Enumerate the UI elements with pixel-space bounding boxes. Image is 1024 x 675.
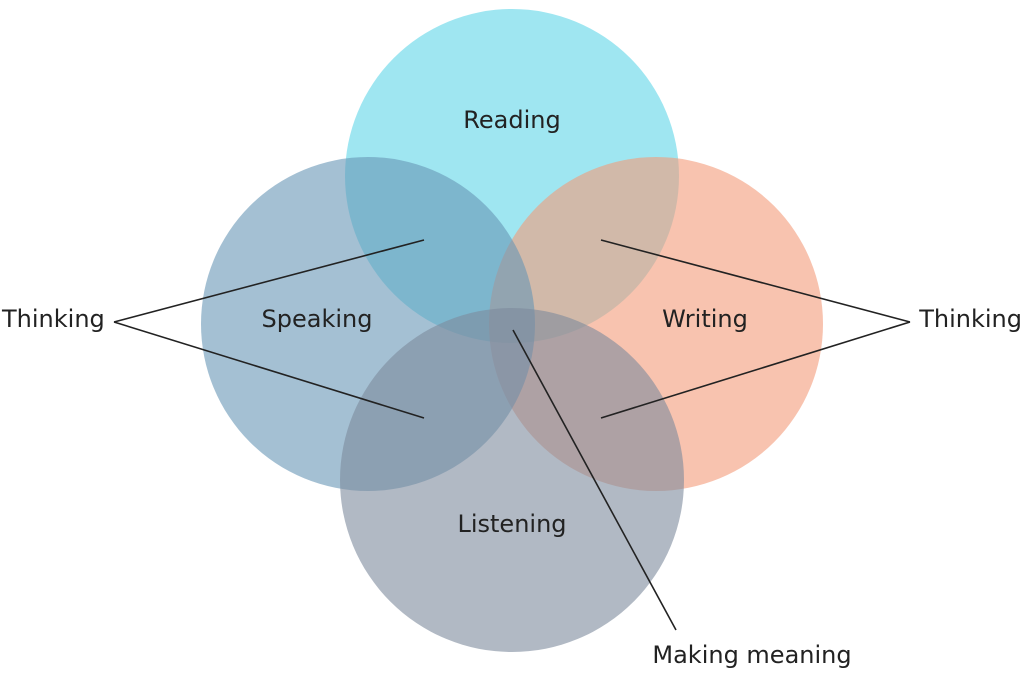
thinking-right-label: Thinking bbox=[918, 305, 1022, 333]
making-meaning-connector bbox=[512, 329, 677, 631]
listening-circle bbox=[340, 308, 684, 652]
thinking-right-connector-lower bbox=[600, 321, 911, 419]
listening-label: Listening bbox=[457, 510, 566, 538]
thinking-right-connector-upper bbox=[600, 239, 911, 323]
reading-label: Reading bbox=[463, 106, 560, 134]
writing-label: Writing bbox=[662, 305, 748, 333]
thinking-left-connector-lower bbox=[113, 321, 425, 419]
making-meaning-label: Making meaning bbox=[652, 641, 851, 669]
speaking-label: Speaking bbox=[262, 305, 373, 333]
thinking-left-connector-upper bbox=[113, 239, 425, 323]
thinking-left-label: Thinking bbox=[1, 305, 105, 333]
